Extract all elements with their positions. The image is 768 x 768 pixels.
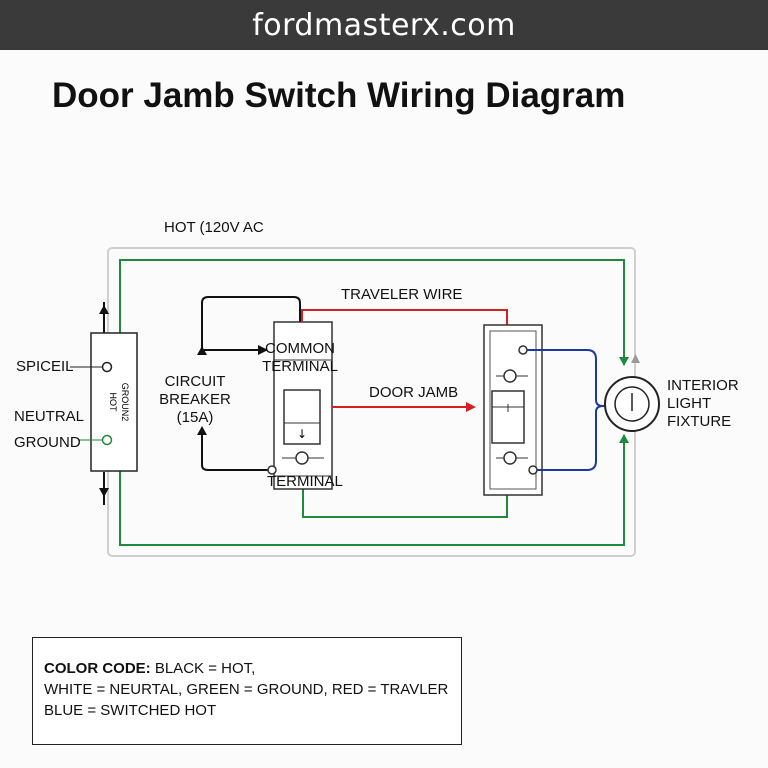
ground-arrow-bottom — [619, 434, 629, 443]
hot-arrow-common — [258, 345, 268, 355]
hot-supply-label: HOT (120V AC — [164, 219, 264, 236]
legend-heading: COLOR CODE: — [44, 660, 151, 677]
supply-terminal-top — [101, 361, 113, 373]
terminal-label: TERMINAL — [267, 473, 343, 490]
door-jamb-label: DOOR JAMB — [369, 384, 459, 401]
color-code-legend: COLOR CODE: BLACK = HOT, WHITE = NEURTAL… — [32, 637, 462, 745]
switched-hot-wire-bottom — [537, 405, 604, 471]
ground-arrow-top — [619, 357, 629, 366]
circuit-breaker-line2: BREAKER — [159, 391, 231, 408]
common-terminal-line2: TERMINAL — [262, 358, 338, 375]
box-ground-text: GROUN2 — [120, 383, 130, 422]
hot-wire-loop — [201, 296, 301, 349]
traveler-wire-top — [301, 309, 508, 325]
common-terminal-label: COMMON TERMINAL — [255, 340, 345, 376]
switch-right-terminal-2 — [503, 451, 517, 465]
ground-wire-bottom — [119, 435, 625, 546]
circuit-breaker-line1: CIRCUIT — [164, 373, 226, 390]
diagram-title: Door Jamb Switch Wiring Diagram — [52, 76, 626, 115]
switch-right-terminal-1 — [503, 369, 517, 383]
hot-return-wire — [201, 433, 272, 471]
switch-right-terminal-top — [518, 345, 528, 355]
hot-arrow-return — [197, 426, 207, 435]
switch-left-plunger — [283, 389, 321, 445]
supply-arrow-down — [99, 488, 109, 497]
legend-black-hot: BLACK = HOT, — [150, 660, 256, 677]
circuit-breaker-line3: (15A) — [176, 409, 214, 426]
interior-light-label: INTERIOR LIGHT FIXTURE — [667, 377, 739, 431]
site-name[interactable]: fordmasterx.com — [252, 7, 516, 43]
circuit-breaker-label: CIRCUIT BREAKER (15A) — [150, 373, 240, 427]
ground-label: GROUND — [14, 434, 81, 451]
spiceil-label: SPICEIL — [16, 358, 74, 375]
switch-right-plunger — [491, 390, 525, 444]
legend-line-3: BLUE = SWITCHED HOT — [44, 702, 217, 719]
supply-terminal-ground — [101, 434, 113, 446]
interior-light-line2: LIGHT — [667, 395, 712, 412]
ground-wire-inner — [302, 488, 508, 518]
fixture-arrow-top — [631, 354, 640, 363]
door-jamb-arrow — [466, 402, 476, 412]
switch-left-terminal — [295, 451, 309, 465]
ground-wire-top — [119, 259, 625, 365]
switch-right-terminal-bottom — [528, 465, 538, 475]
box-hot-text: HOT — [108, 393, 118, 413]
common-terminal-line1: COMMON — [265, 340, 335, 357]
interior-light-line3: FIXTURE — [667, 413, 732, 430]
switch-left-down-arrow: ↓ — [297, 427, 307, 441]
legend-line-2: WHITE = NEURTAL, GREEN = GROUND, RED = T… — [44, 681, 449, 698]
traveler-wire-label: TRAVELER WIRE — [341, 286, 463, 303]
hot-arrow-breaker — [197, 346, 207, 355]
site-header-bar: fordmasterx.com — [0, 0, 768, 50]
interior-light-line1: INTERIOR — [667, 377, 739, 394]
supply-junction-box — [90, 332, 138, 472]
supply-arrow-up — [99, 305, 109, 314]
switch-left-terminal-small — [267, 465, 277, 475]
legend-line-1: COLOR CODE: BLACK = HOT, — [44, 658, 461, 679]
switch-right-inner — [489, 330, 537, 490]
neutral-label: NEUTRAL — [14, 408, 85, 425]
